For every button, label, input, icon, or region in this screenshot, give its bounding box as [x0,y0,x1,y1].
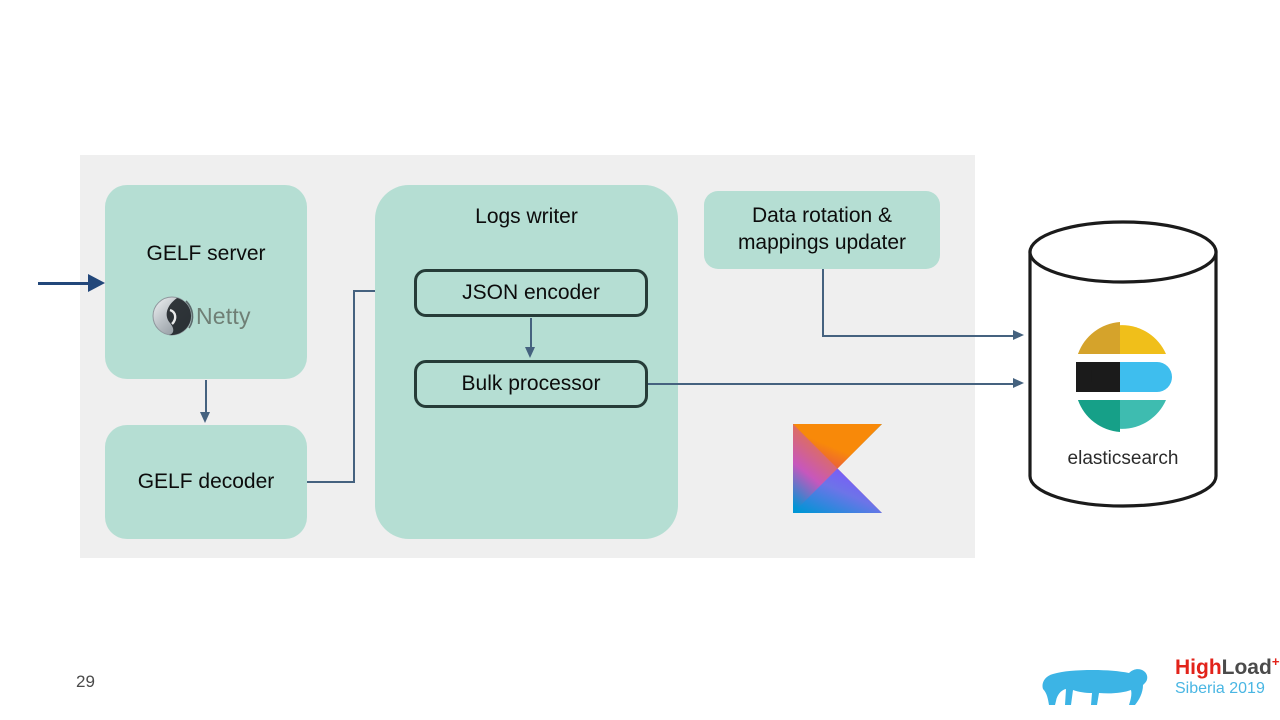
edge-server-to-decoder-arrowhead [200,412,210,423]
kotlin-icon [793,424,882,513]
edge-rotation-to-elasticsearch-seg2 [822,335,1020,337]
highload-wordmark: HighLoad++ Siberia 2019 [1175,655,1280,698]
edge-bulk-to-elasticsearch-line [648,383,1020,385]
edge-decoder-to-encoder-seg1 [307,481,355,483]
edge-server-to-decoder-line [205,380,207,415]
brand-high: High [1175,656,1222,679]
node-data-rotation-mappings-updater[interactable]: Data rotation & mappings updater [704,191,940,269]
node-bulk-processor-label: Bulk processor [461,372,601,395]
edge-encoder-to-bulk-line [530,318,532,350]
page-number: 29 [76,672,95,691]
netty-sphere-icon [152,296,194,336]
node-json-encoder-label: JSON encoder [462,281,600,304]
external-input-arrowhead [88,274,105,292]
node-gelf-server-label: GELF server [146,242,266,265]
node-data-rotation-line2: mappings updater [737,231,907,254]
highload-brand-line: HighLoad++ [1175,655,1280,679]
brand-subtitle: Siberia 2019 [1175,680,1265,697]
edge-rotation-to-elasticsearch-seg1 [822,269,824,336]
brand-plus: ++ [1271,654,1280,669]
node-logs-writer-label: Logs writer [475,205,578,228]
kotlin-logo [793,424,882,513]
node-gelf-server[interactable]: GELF server [105,185,307,379]
edge-encoder-to-bulk-arrowhead [525,347,535,358]
highload-conference-logo: HighLoad++ Siberia 2019 [1035,655,1280,713]
external-input-line [38,282,90,285]
node-bulk-processor[interactable]: Bulk processor [414,360,648,408]
node-gelf-decoder[interactable]: GELF decoder [105,425,307,539]
netty-wordmark: Netty [196,303,251,329]
elasticsearch-logo-icon [1076,322,1172,432]
node-gelf-decoder-label: GELF decoder [137,470,275,493]
edge-bulk-to-elasticsearch-arrowhead [1013,378,1024,388]
edge-decoder-to-encoder-seg2 [353,290,355,482]
node-json-encoder[interactable]: JSON encoder [414,269,648,317]
polar-bear-icon [1042,669,1148,705]
edge-rotation-to-elasticsearch-arrowhead [1013,330,1024,340]
node-elasticsearch[interactable]: elasticsearch [1026,220,1220,508]
node-data-rotation-line1: Data rotation & [751,204,893,228]
netty-logo: Netty [150,292,254,344]
node-elasticsearch-label: elasticsearch [1067,448,1179,469]
brand-load: Load [1221,656,1272,679]
